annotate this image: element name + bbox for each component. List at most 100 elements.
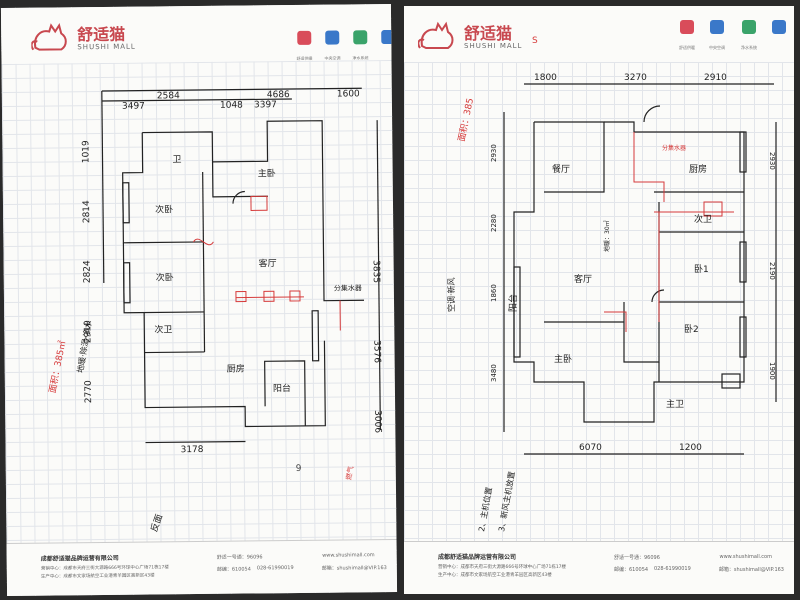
dim-left-5: 2770	[84, 380, 94, 403]
room-master-bath: 主卫	[666, 398, 684, 410]
dim-bottom-1: 3178	[181, 445, 204, 455]
dim-top-3: 1600	[337, 89, 360, 99]
room-living: 客厅	[259, 257, 277, 269]
feature-water: 净水系统	[736, 20, 762, 53]
dim-left-2: 2814	[82, 200, 92, 223]
feature-heating: 舒适供暖	[674, 20, 700, 53]
snowflake-icon	[325, 30, 340, 45]
room-master-bed: 主卧	[554, 353, 572, 365]
room-master-bed: 主卧	[258, 167, 276, 179]
room-bath-2: 次卫	[154, 323, 172, 335]
water-drop-icon	[353, 30, 368, 45]
top-mark: S	[532, 36, 538, 46]
postcode: 邮编：610054	[614, 567, 649, 573]
note-floor-heating: 地暖：30㎡	[603, 220, 611, 252]
sheet-header: 舒适猫 SHUSHI MALL 舒适供暖 中央空调 净水系统	[0, 3, 396, 65]
feature-icon	[772, 20, 786, 34]
brand-name: 舒适猫	[464, 24, 513, 43]
dim-right-3: 3006	[372, 410, 382, 433]
feature-icon	[381, 29, 396, 45]
plan-pipes	[192, 195, 341, 331]
room-balcony: 阳台	[507, 294, 519, 312]
address-production: 生产中心：成都市文家场航空工业港青羊园区高新区43楼	[40, 573, 155, 580]
heating-icon	[297, 30, 312, 45]
address-production: 生产中心：成都市文家场航空工业港青羊园区高新区43楼	[438, 573, 552, 578]
heating-icon	[680, 20, 694, 34]
feature-aircon: 中央空调	[704, 20, 730, 53]
floor-plan-sheet-right: 舒适猫 SHUSHI MALL S 舒适供暖 中央空调 净水系统	[404, 6, 794, 594]
feature-water: 净水系统	[347, 30, 373, 63]
note-systems: 空调·新风	[446, 277, 456, 312]
hotline: 舒适一号通：96096	[216, 554, 263, 561]
dim-top-3: 2910	[704, 73, 727, 83]
website: www.shushimall.com	[719, 554, 773, 560]
feature-extra	[375, 29, 397, 45]
hotline: 舒适一号通：96096	[614, 555, 660, 561]
dim-top-1: 2584	[157, 91, 180, 101]
note-manifold: 分集水器	[662, 144, 686, 152]
cat-logo-icon	[31, 23, 67, 51]
email: 邮箱：shushimall@VIP.163	[718, 567, 784, 573]
dim-left-3: 1860	[490, 284, 498, 302]
note-area: 面积：385㎡	[46, 340, 68, 395]
dim-left-1: 2930	[490, 144, 498, 162]
note-fresh-air: 3、新风主机放置	[496, 470, 516, 532]
room-bed-3: 次卧	[156, 271, 174, 283]
cat-logo-icon	[418, 21, 454, 49]
room-balcony: 阳台	[273, 382, 291, 394]
dim-top-5: 1048	[220, 101, 243, 111]
note-area: 面积：385	[455, 97, 476, 143]
dim-left-4: 3480	[490, 364, 498, 382]
room-dining: 餐厅	[552, 163, 570, 175]
dim-left-2: 2280	[490, 214, 498, 232]
sheet-footer: 成都舒适猫品牌运营有限公司 营销中心：成都市天府三街大源路666号环球中心广场7…	[404, 541, 794, 594]
dim-left-3: 2824	[83, 260, 93, 283]
dim-top-6: 3397	[254, 100, 277, 110]
back-side-mark: 反面	[149, 513, 165, 534]
postcode: 邮编：610054	[216, 566, 251, 573]
dim-right-3: 1900	[768, 362, 776, 380]
note-systems: 地暖·除湿·净水	[75, 320, 94, 374]
feature-extra	[766, 20, 792, 34]
telephone: 028-61990019	[654, 566, 691, 572]
dim-right-2: 2190	[768, 262, 776, 280]
plan-pipes	[604, 132, 734, 332]
brand-name: 舒适猫	[77, 24, 126, 45]
note-host-location: 2、主机位置	[476, 486, 494, 532]
page-number: 9	[296, 464, 302, 474]
plan-walls	[503, 83, 777, 455]
note-manifold: 分集水器	[334, 283, 362, 292]
room-kitchen: 厨房	[689, 163, 707, 175]
website: www.shushimall.com	[322, 552, 375, 559]
brand-subtitle: SHUSHI MALL	[77, 42, 136, 52]
snowflake-icon	[710, 20, 724, 34]
floor-plan-drawing-left: 2584 4686 1600 3497 1048 3397 1019 2814 …	[46, 87, 382, 534]
floor-plan-sheet-left: 舒适猫 SHUSHI MALL 舒适供暖 中央空调 净水系统	[0, 3, 398, 597]
dim-bottom-1: 6070	[579, 443, 602, 453]
dim-left-4: 2910	[83, 320, 93, 343]
room-bath-2: 次卫	[694, 213, 712, 225]
room-bed-2: 次卧	[155, 203, 173, 215]
company-name: 成都舒适猫品牌运营有限公司	[438, 554, 517, 561]
room-kitchen: 厨房	[227, 363, 245, 375]
brand-subtitle: SHUSHI MALL	[464, 42, 523, 50]
water-drop-icon	[742, 20, 756, 34]
room-bed-2: 卧2	[684, 323, 699, 335]
company-name: 成都舒适猫品牌运营有限公司	[40, 554, 119, 563]
feature-heating: 舒适供暖	[291, 30, 317, 64]
dim-left-1: 1019	[81, 140, 91, 163]
dim-right-1: 2930	[768, 152, 776, 170]
dim-right-1: 3835	[371, 260, 381, 283]
sheet-footer: 成都舒适猫品牌运营有限公司 营销中心：成都市天府三街大源路666号环球中心广场7…	[6, 538, 398, 597]
dim-bottom-2: 1200	[679, 443, 702, 453]
dim-top-2: 3270	[624, 73, 647, 83]
email: 邮箱：shushimall@VIP.163	[321, 565, 387, 572]
dim-top-2: 4686	[267, 90, 290, 100]
dim-top-4: 3497	[122, 102, 145, 112]
note-gas: 燃气	[344, 465, 355, 480]
plan-walls	[101, 87, 381, 444]
feature-aircon: 中央空调	[319, 30, 345, 63]
sheet-header: 舒适猫 SHUSHI MALL S 舒适供暖 中央空调 净水系统	[404, 6, 794, 62]
dim-right-2: 3576	[371, 340, 381, 363]
address-sales: 营销中心：成都市天府三街大源路666号环球中心广场71栋17楼	[438, 565, 567, 570]
